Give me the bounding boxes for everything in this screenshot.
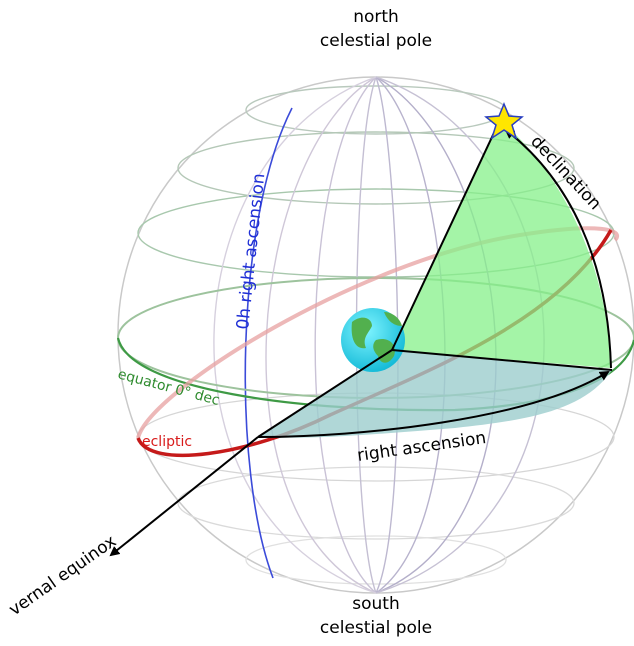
right-ascension-wedge (258, 350, 612, 438)
north-pole-label-line1: north (353, 7, 399, 27)
vernal-equinox-label: vernal equinox (5, 531, 120, 620)
north-pole-label-line2: celestial pole (320, 31, 432, 51)
vernal-equinox-arrow (109, 436, 259, 557)
ecliptic-label: ecliptic (142, 434, 192, 450)
equinox-direction-line (257, 349, 393, 438)
star-projection-line (391, 349, 613, 371)
star-direction-line (391, 119, 501, 351)
south-pole-label-line2: celestial pole (320, 618, 432, 638)
declination-wedge (392, 120, 610, 368)
declination-arc (504, 128, 612, 369)
star-icon (484, 102, 524, 140)
south-pole-label-line1: south (352, 594, 399, 614)
right-ascension-arc (257, 370, 610, 438)
zero-ra-label: 0h right ascension (233, 172, 269, 330)
ecliptic-back (136, 226, 619, 439)
earth (341, 308, 405, 372)
